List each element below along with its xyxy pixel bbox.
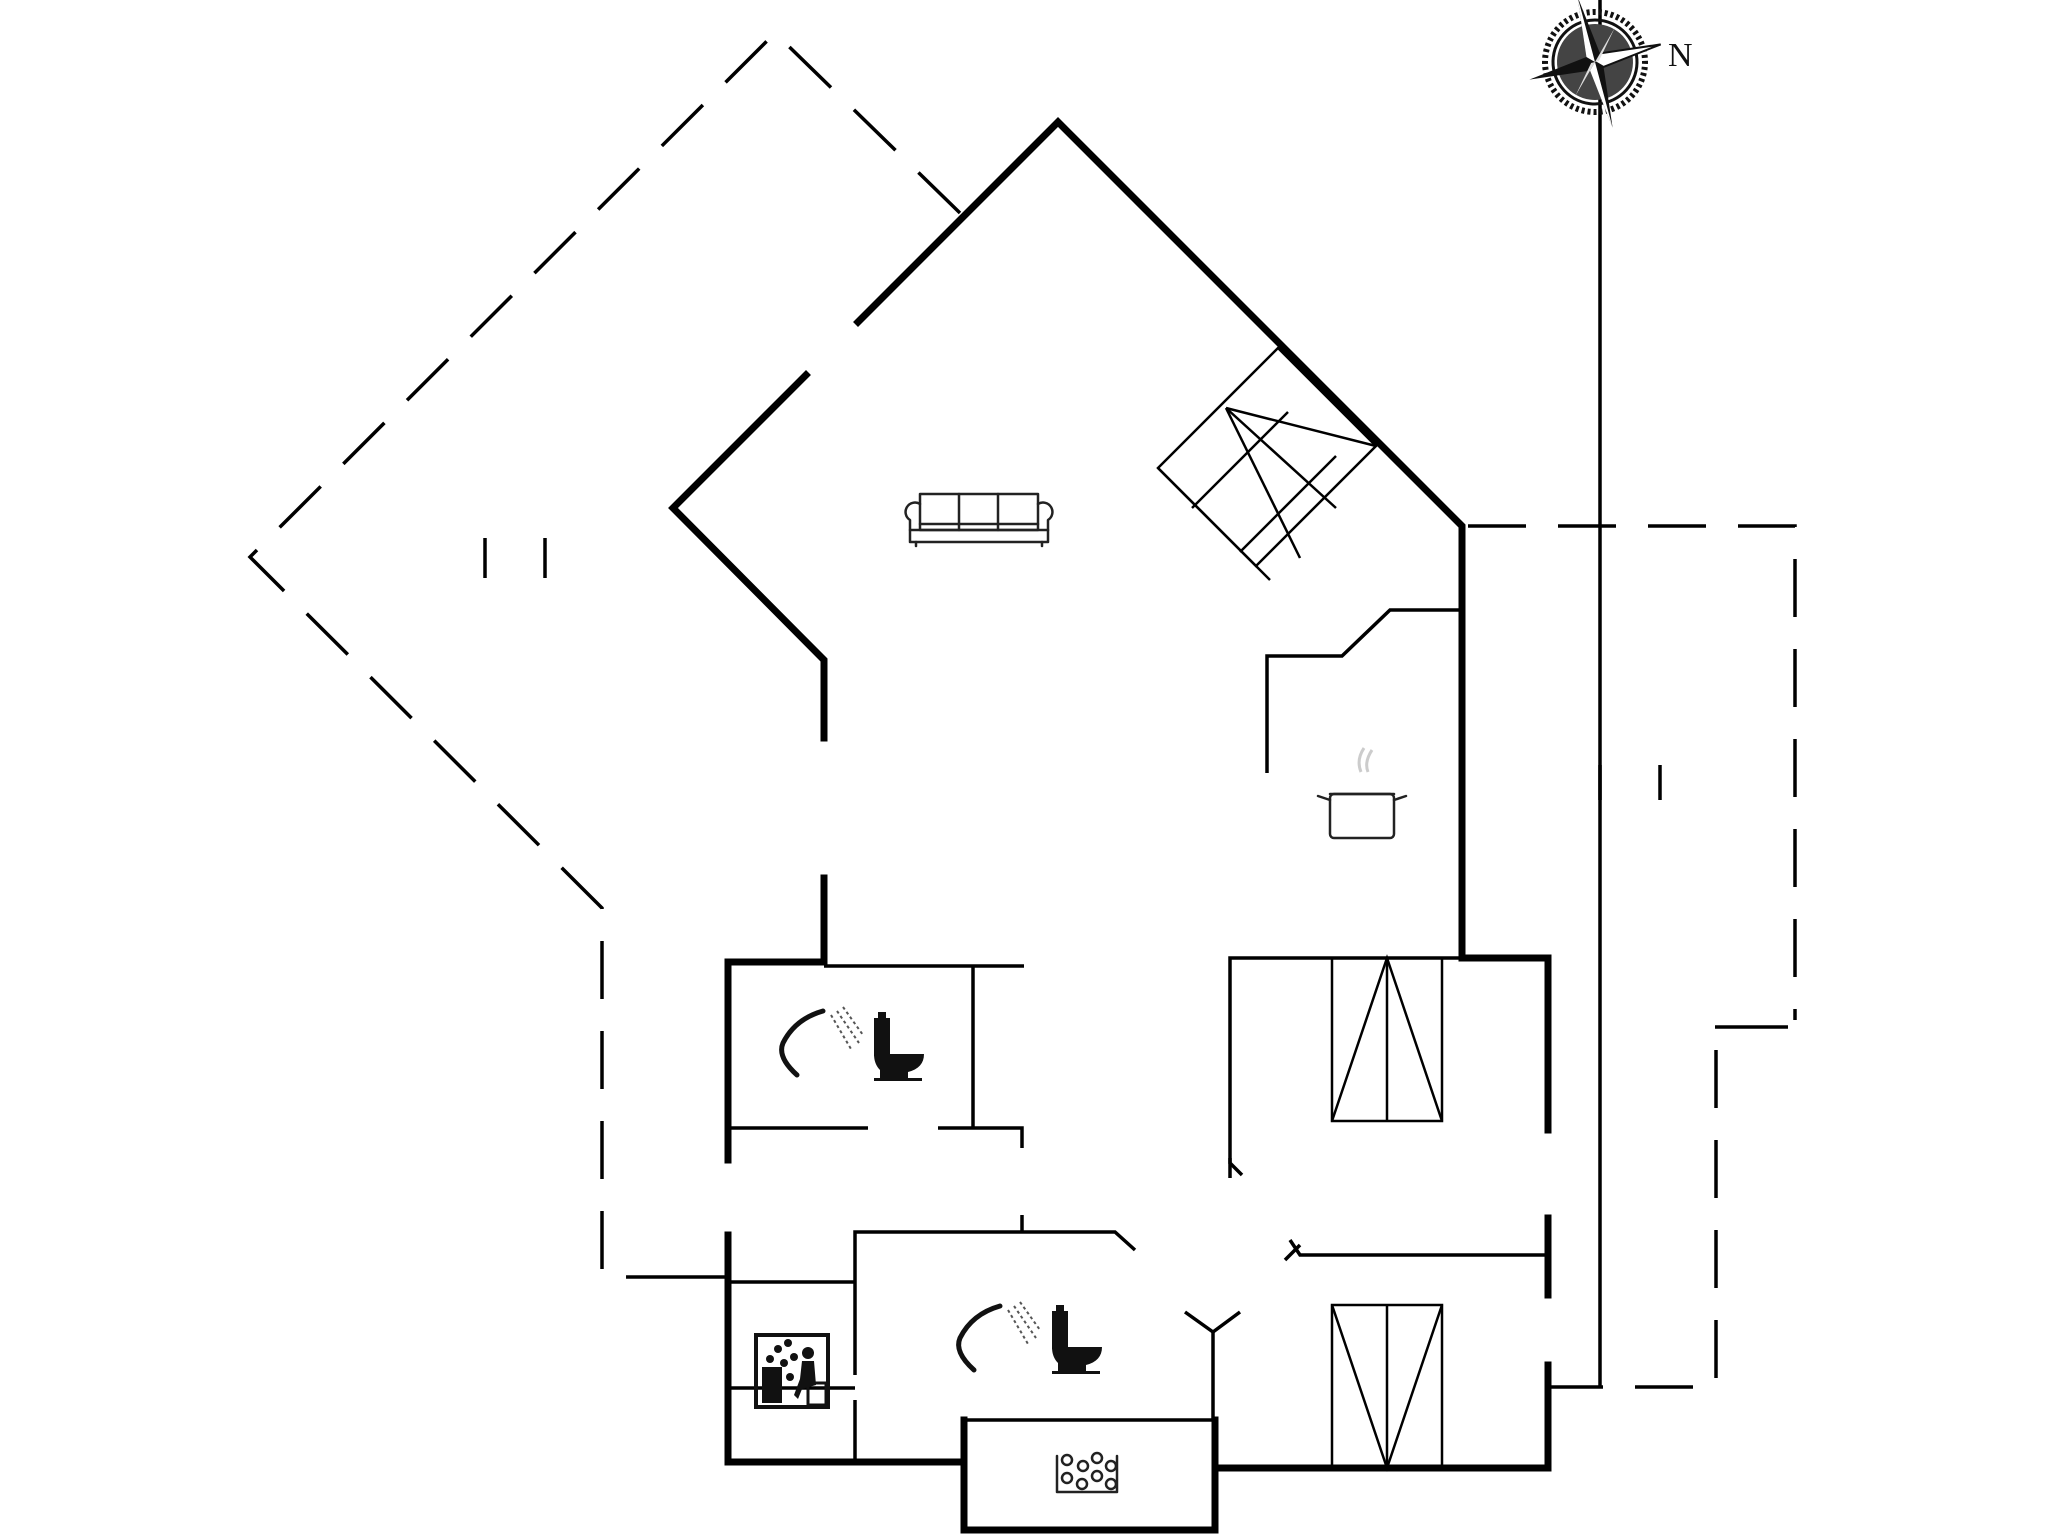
cooking-pot-icon <box>1316 747 1408 840</box>
double-bed-icon <box>1330 954 1444 1123</box>
compass-north-label: N <box>1668 37 1693 74</box>
exterior-walls <box>668 117 1552 1534</box>
shower-icon <box>779 1006 864 1078</box>
toilet-icon <box>1052 1305 1102 1374</box>
terrace-east <box>1468 0 1797 1389</box>
interior-walls <box>728 608 1548 1462</box>
bathroom-2 <box>956 1301 1102 1374</box>
toilet-icon <box>874 1012 924 1081</box>
terrace-west <box>247 30 962 1279</box>
bathroom-1 <box>779 1006 924 1081</box>
compass-rose-icon <box>1529 0 1662 128</box>
sauna-icon <box>754 1333 830 1409</box>
shower-icon <box>956 1301 1041 1373</box>
sofa-icon <box>904 492 1054 548</box>
whirlpool-icon <box>1055 1451 1119 1494</box>
double-bed-icon <box>1330 1303 1444 1472</box>
stair-icon <box>1156 346 1378 581</box>
